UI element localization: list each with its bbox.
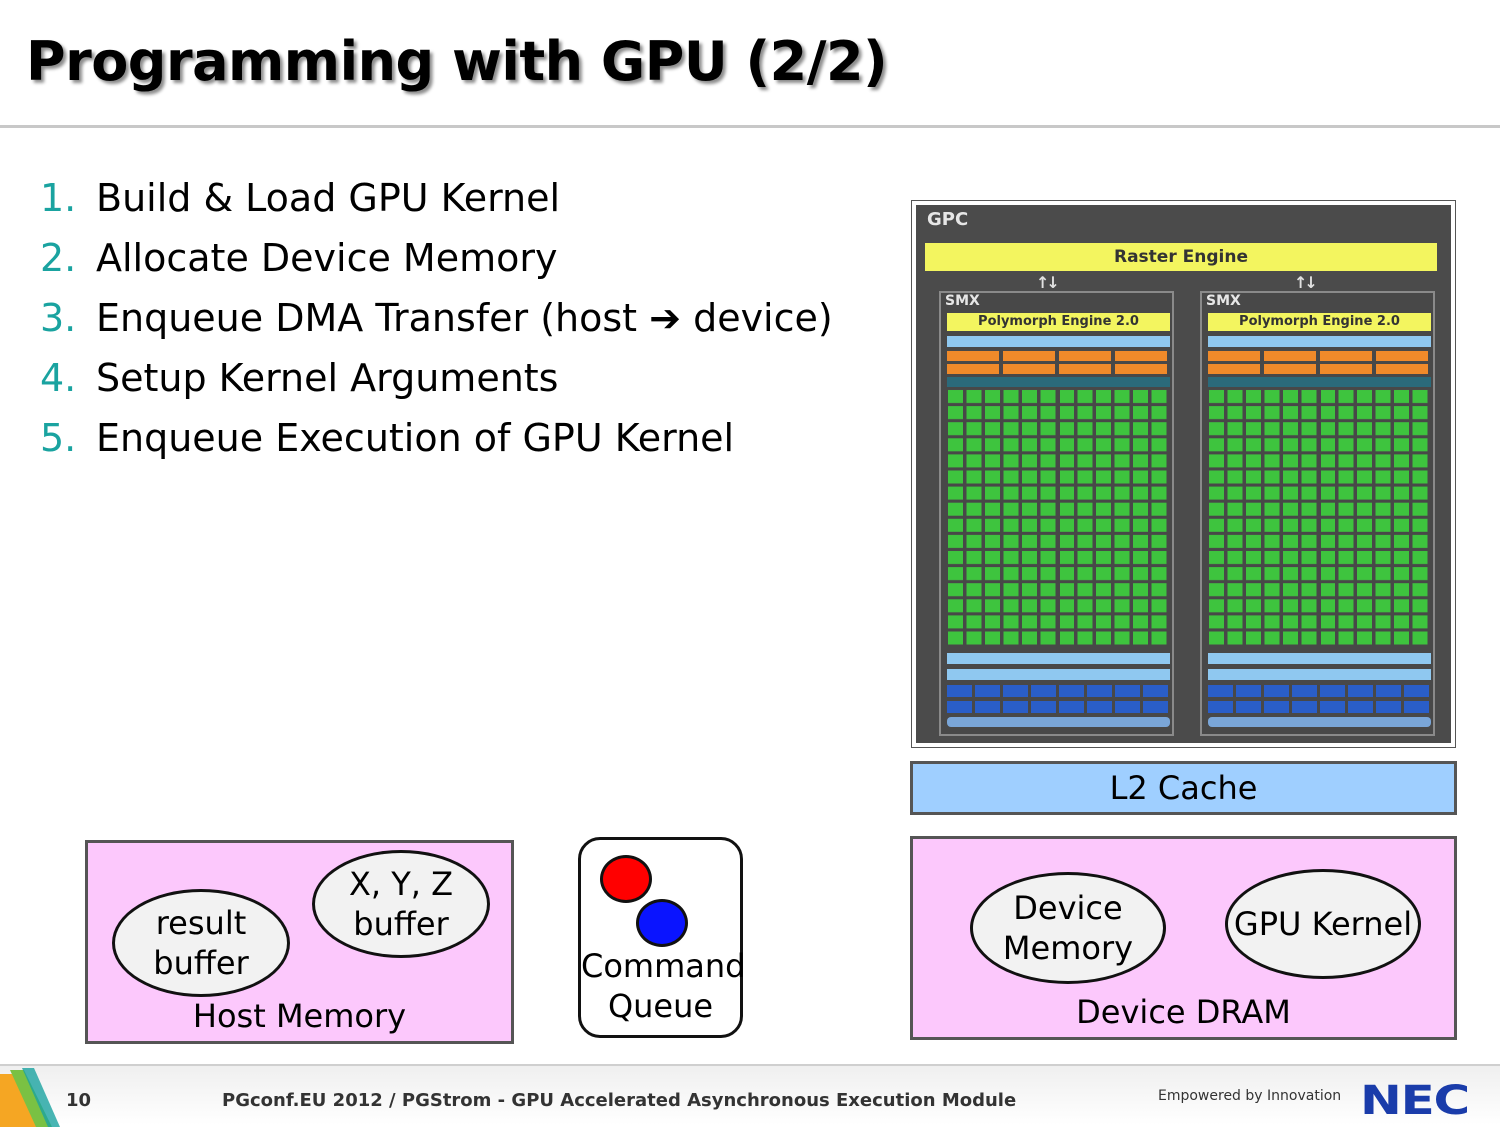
step-number: 4. [40,356,77,400]
step-number: 2. [40,236,77,280]
command-queue-box: Command Queue [578,837,746,1038]
xyz-buffer: X, Y, Z buffer [312,850,490,958]
step-number: 1. [40,176,77,220]
gpu-kernel: GPU Kernel [1225,869,1421,979]
step-text: Enqueue Execution of GPU Kernel [96,416,735,460]
device-dram-label: Device DRAM [1076,993,1291,1031]
shared-memory-bar [947,685,1170,697]
step-item: 4. Setup Kernel Arguments [40,348,833,408]
footer-tagline: Empowered by Innovation [1158,1088,1342,1104]
dispatch-unit-bar [1208,364,1431,374]
smx-block: SMX Polymorph Engine 2.0 [1200,291,1435,736]
step-item: 3. Enqueue DMA Transfer (host ➔ device) [40,288,833,348]
gpc-label: GPC [927,209,969,230]
smx-label: SMX [1206,293,1241,309]
texture-cache-bar [947,717,1170,727]
step-text: Build & Load GPU Kernel [96,176,561,220]
smx-label: SMX [945,293,980,309]
register-file-bar [1208,377,1431,387]
texture-unit-bar [1208,701,1431,713]
warp-scheduler-bar [947,351,1170,361]
updown-arrows-icon: ↑↓ [1036,273,1060,292]
dispatch-unit-bar [947,364,1170,374]
steps-list: 1. Build & Load GPU Kernel 2. Allocate Dev… [40,168,833,468]
l2-cache: L2 Cache [910,761,1457,815]
step-text: Enqueue DMA Transfer (host ➔ device) [96,296,833,340]
instruction-cache-bar [1208,336,1431,347]
queue-item-red [600,855,652,903]
instruction-cache-bar [947,336,1170,347]
warp-scheduler-bar [1208,351,1431,361]
host-memory-label: Host Memory [192,997,407,1035]
gpc-block: GPC Raster Engine ↑↓ ↑↓ SMX Polymorph En… [916,205,1451,743]
footer-swoosh-icon [0,1068,60,1127]
device-dram-box: Device Memory GPU Kernel Device DRAM [910,836,1457,1040]
result-buffer: result buffer [112,889,290,997]
slide-footer: 10 PGconf.EU 2012 / PGStrom - GPU Accele… [0,1064,1500,1127]
core-grid [1208,389,1431,647]
core-grid [947,389,1170,647]
slide-title: Programming with GPU (2/2) [26,30,888,93]
texture-unit-bar [947,701,1170,713]
register-file-bar [947,377,1170,387]
nec-logo: NEC [1360,1078,1470,1124]
queue-item-blue [636,899,688,947]
interconnect-bar [947,669,1170,680]
step-item: 5. Enqueue Execution of GPU Kernel [40,408,833,468]
polymorph-engine: Polymorph Engine 2.0 [1208,313,1431,331]
step-item: 2. Allocate Device Memory [40,228,833,288]
host-memory-box: result buffer X, Y, Z buffer Host Memory [85,840,514,1044]
step-number: 3. [40,296,77,340]
step-text: Setup Kernel Arguments [96,356,559,400]
raster-engine: Raster Engine [925,243,1437,271]
page-number: 10 [66,1090,92,1111]
polymorph-engine: Polymorph Engine 2.0 [947,313,1170,331]
title-divider [0,125,1500,128]
texture-cache-bar [1208,717,1431,727]
load-store-bar [1208,653,1431,664]
step-item: 1. Build & Load GPU Kernel [40,168,833,228]
footer-text: PGconf.EU 2012 / PGStrom - GPU Accelerat… [222,1090,1017,1111]
load-store-bar [947,653,1170,664]
step-text: Allocate Device Memory [96,236,558,280]
step-number: 5. [40,416,77,460]
shared-memory-bar [1208,685,1431,697]
device-memory: Device Memory [970,872,1166,984]
core-grid-svg [947,389,1170,647]
command-queue-label: Command Queue [581,947,746,1025]
core-grid-svg [1208,389,1431,647]
interconnect-bar [1208,669,1431,680]
smx-block: SMX Polymorph Engine 2.0 [939,291,1174,736]
gpc-diagram: GPC Raster Engine ↑↓ ↑↓ SMX Polymorph En… [911,200,1456,748]
updown-arrows-icon: ↑↓ [1294,273,1318,292]
